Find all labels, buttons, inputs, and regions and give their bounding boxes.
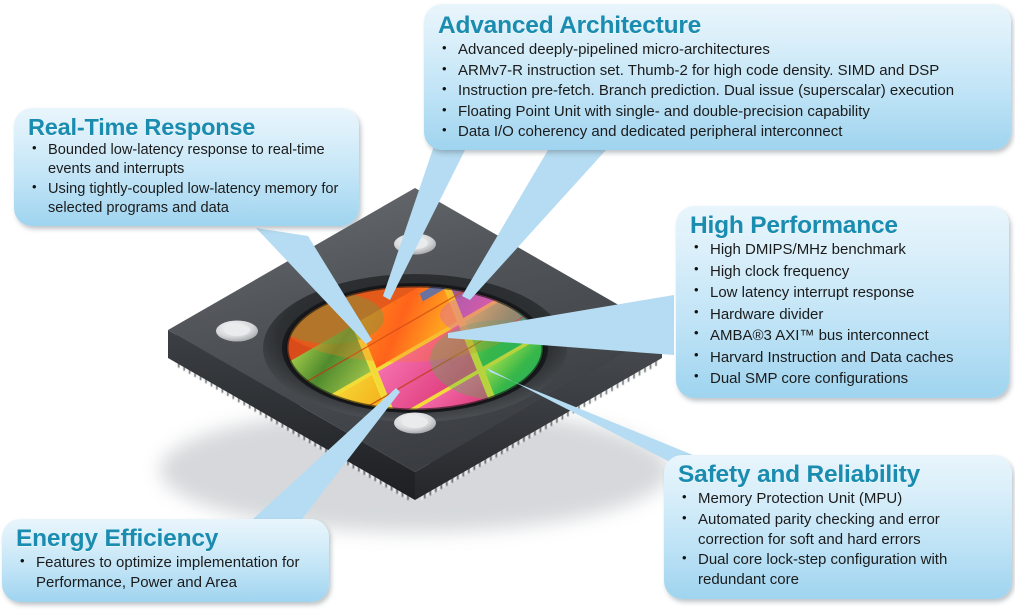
callout-high-performance[interactable]: High Performance High DMIPS/MHz benchmar… [676,206,1009,398]
list-item: Dual SMP core configurations [690,367,999,389]
callout-bullets-high-performance: High DMIPS/MHz benchmark High clock freq… [690,238,999,389]
list-item: Harvard Instruction and Data caches [690,346,999,368]
list-item: Dual core lock-step configuration with r… [678,549,1002,590]
callout-bullets-energy-efficiency: Features to optimize implementation for … [16,552,319,593]
list-item: Instruction pre-fetch. Branch prediction… [438,80,1001,101]
list-item: High clock frequency [690,260,999,282]
callout-advanced-architecture[interactable]: Advanced Architecture Advanced deeply-pi… [424,4,1011,151]
callout-title-real-time-response: Real-Time Response [28,114,256,140]
callout-energy-efficiency[interactable]: Energy Efficiency Features to optimize i… [2,519,329,602]
pointer-advanced-architecture-right [462,150,606,300]
list-item: Floating Point Unit with single- and dou… [438,101,1001,122]
callout-bullets-safety-and-reliability: Memory Protection Unit (MPU) Automated p… [678,488,1002,590]
list-item: Automated parity checking and error corr… [678,509,1002,550]
callout-title-safety-and-reliability: Safety and Reliability [678,461,921,488]
callout-bullets-real-time-response: Bounded low-latency response to real-tim… [28,140,349,218]
list-item: Using tightly-coupled low-latency memory… [28,179,349,218]
callout-real-time-response[interactable]: Real-Time Response Bounded low-latency r… [14,108,359,227]
callout-title-high-performance: High Performance [690,212,898,239]
list-item: Hardware divider [690,303,999,325]
pointer-energy-efficiency [230,388,400,540]
list-item: Low latency interrupt response [690,281,999,303]
callout-safety-and-reliability[interactable]: Safety and Reliability Memory Protection… [664,455,1012,599]
list-item: Advanced deeply-pipelined micro-architec… [438,39,1001,60]
list-item: AMBA®3 AXI™ bus interconnect [690,324,999,346]
list-item: Memory Protection Unit (MPU) [678,488,1002,509]
callout-title-energy-efficiency: Energy Efficiency [16,525,219,552]
callout-title-advanced-architecture: Advanced Architecture [438,12,702,39]
pointer-advanced-architecture-left [383,140,470,300]
list-item: Bounded low-latency response to real-tim… [28,140,349,179]
list-item: ARMv7-R instruction set. Thumb-2 for hig… [438,60,1001,81]
list-item: Data I/O coherency and dedicated periphe… [438,121,1001,142]
pointer-high-performance [448,295,674,355]
list-item: Features to optimize implementation for … [16,552,319,593]
list-item: High DMIPS/MHz benchmark [690,238,999,260]
callout-bullets-advanced-architecture: Advanced deeply-pipelined micro-architec… [438,39,1001,142]
pointer-real-time-response [256,228,372,344]
